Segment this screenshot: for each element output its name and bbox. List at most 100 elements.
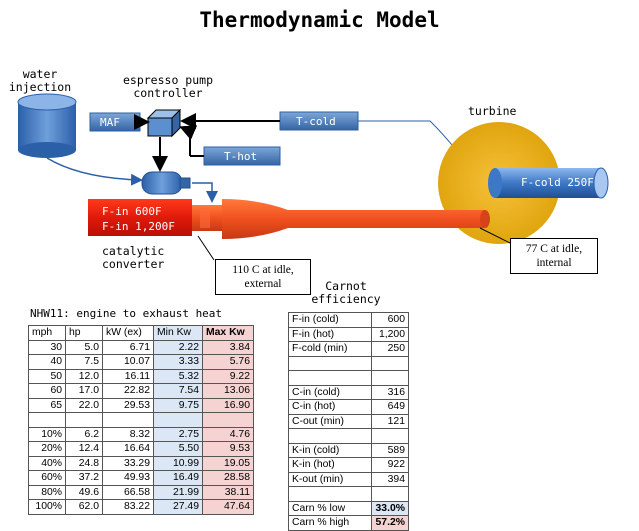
engine-table-header-cell: kW (ex) (102, 325, 154, 341)
engine-table-cell: 27.49 (153, 499, 203, 515)
carnot-empty-cell (371, 486, 409, 502)
engine-table-cell (202, 412, 254, 428)
engine-table-cell: 4.76 (202, 426, 254, 442)
engine-table-cell: 10.99 (153, 455, 203, 471)
engine-table-cell: 28.58 (202, 470, 254, 486)
engine-table-cell: 13.06 (202, 383, 254, 399)
carnot-spacer-row (288, 355, 409, 371)
engine-table-header-cell: Min Kw (153, 325, 203, 341)
engine-table-cell: 30 (28, 339, 66, 355)
engine-table-cell: 62.0 (65, 499, 103, 515)
carnot-value-cell: 394 (371, 471, 409, 487)
carnot-label-cell: Carn % high (288, 515, 372, 531)
engine-table-cell: 12.4 (65, 441, 103, 457)
engine-table-cell: 3.84 (202, 339, 254, 355)
engine-table-cell: 5.32 (153, 368, 203, 384)
engine-table-cell: 8.32 (102, 426, 154, 442)
carnot-label-cell: C-in (cold) (288, 384, 372, 400)
engine-table-cell: 9.75 (153, 397, 203, 413)
water-pump (141, 171, 191, 195)
engine-table-spacer-row (28, 412, 254, 428)
f-in-1200-label: F-in 1,200F (102, 220, 175, 233)
t-hot-arrow (179, 125, 198, 141)
carnot-table-row: C-out (min)121 (288, 413, 409, 429)
engine-table-cell: 65 (28, 397, 66, 413)
turbine-cold-pipe (488, 167, 609, 199)
engine-table-cell: 66.58 (102, 484, 154, 500)
engine-table-cell: 2.75 (153, 426, 203, 442)
engine-table-cell: 21.99 (153, 484, 203, 500)
pump-controller-block (146, 108, 182, 138)
engine-table-cell: 9.53 (202, 441, 254, 457)
carnot-table-row: K-in (hot)922 (288, 457, 409, 473)
catalytic-idle-callout: 110 C at idle,external (215, 259, 311, 295)
carnot-table-row: C-in (hot)649 (288, 399, 409, 415)
engine-table-cell: 37.2 (65, 470, 103, 486)
cat-callout-leader (197, 235, 215, 261)
carnot-table-row: F-cold (min)250 (288, 341, 409, 357)
engine-table-cell: 10% (28, 426, 66, 442)
engine-table-header-cell: hp (65, 325, 103, 341)
carnot-spacer-row (288, 428, 409, 444)
carnot-empty-cell (288, 428, 372, 444)
engine-table-cell: 60% (28, 470, 66, 486)
carnot-value-cell: 57.2% (371, 515, 409, 531)
engine-table-header-cell: mph (28, 325, 66, 341)
t-hot-label: T-hot (224, 150, 258, 163)
engine-table-cell: 83.22 (102, 499, 154, 515)
engine-table-cell: 9.22 (202, 368, 254, 384)
page-title: Thermodynamic Model (199, 8, 440, 32)
carnot-spacer-row (288, 370, 409, 386)
engine-table-cell: 24.8 (65, 455, 103, 471)
engine-table-cell: 22.82 (102, 383, 154, 399)
carnot-value-cell: 33.0% (371, 500, 409, 516)
f-in-600-label: F-in 600F (102, 205, 162, 218)
engine-table-header-cell: Max Kw (202, 325, 254, 341)
carnot-empty-cell (371, 428, 409, 444)
engine-table-cell: 49.6 (65, 484, 103, 500)
carnot-label-cell: C-out (min) (288, 413, 372, 429)
maf-label: MAF (100, 116, 120, 129)
engine-table-cell: 100% (28, 499, 66, 515)
carnot-label-cell: F-in (hot) (288, 326, 372, 342)
carnot-value-cell: 589 (371, 442, 409, 458)
carnot-table-row: K-out (min)394 (288, 471, 409, 487)
engine-table-cell: 5.76 (202, 354, 254, 370)
carnot-spacer-row (288, 486, 409, 502)
carnot-label-cell: K-out (min) (288, 471, 372, 487)
exhaust-pipe (192, 199, 490, 239)
carnot-value-cell: 250 (371, 341, 409, 357)
carnot-value-cell: 316 (371, 384, 409, 400)
engine-table-cell: 7.5 (65, 354, 103, 370)
carnot-label-cell: F-cold (min) (288, 341, 372, 357)
engine-table-cell: 7.54 (153, 383, 203, 399)
carnot-empty-cell (288, 486, 372, 502)
diagram-canvas (17, 93, 609, 261)
engine-table-cell: 49.93 (102, 470, 154, 486)
carnot-label-cell: F-in (cold) (288, 312, 372, 328)
engine-table-cell: 12.0 (65, 368, 103, 384)
engine-table-cell: 2.22 (153, 339, 203, 355)
carnot-label-cell: K-in (cold) (288, 442, 372, 458)
engine-table-cell: 3.33 (153, 354, 203, 370)
engine-table-cell: 60 (28, 383, 66, 399)
catalytic-converter-block (88, 199, 192, 236)
f-cold-250-label: F-cold 250F (521, 176, 594, 189)
engine-table-cell: 16.49 (153, 470, 203, 486)
carnot-label-cell: C-in (hot) (288, 399, 372, 415)
carnot-value-cell: 649 (371, 399, 409, 415)
